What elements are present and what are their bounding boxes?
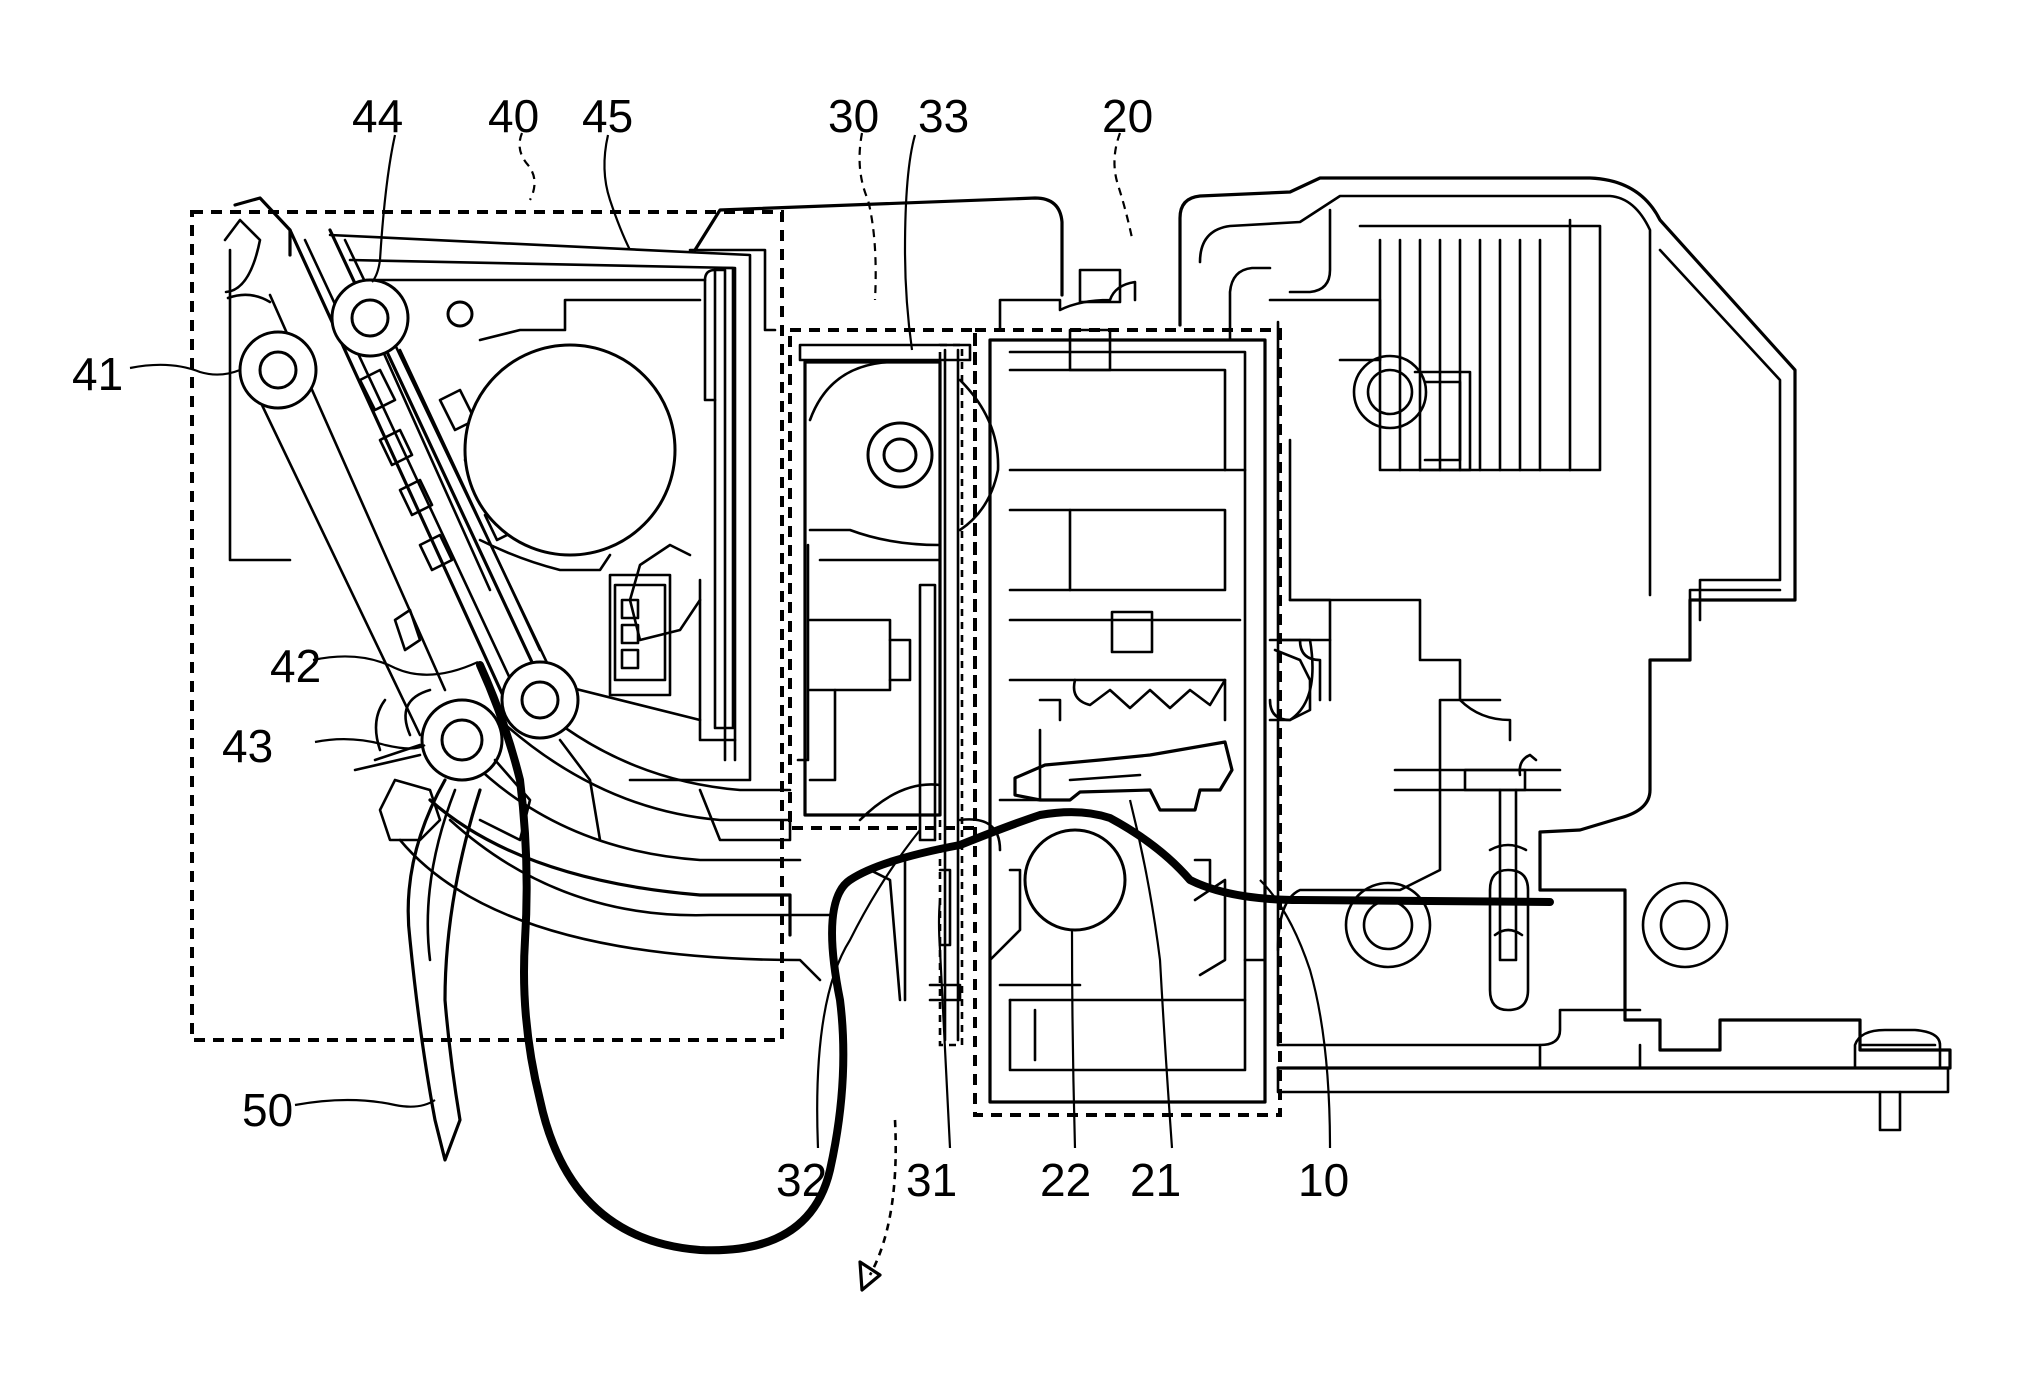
label-10: 10 [1298,1154,1349,1206]
label-40: 40 [488,90,539,142]
label-44: 44 [352,90,403,142]
housing-body [1180,178,1950,1130]
paper-path [480,665,1550,1250]
label-45: 45 [582,90,633,142]
label-41: 41 [72,348,123,400]
label-33: 33 [918,90,969,142]
label-42: 42 [270,640,321,692]
label-31: 31 [906,1154,957,1206]
label-20: 20 [1102,90,1153,142]
unit-30-frame [790,330,1000,1045]
label-43: 43 [222,720,273,772]
label-32: 32 [776,1154,827,1206]
label-30: 30 [828,90,879,142]
label-50: 50 [242,1084,293,1136]
label-22: 22 [1040,1154,1091,1206]
unit-20-frame [975,270,1310,1115]
feed-direction-arrow [860,1120,896,1290]
unit-40-frame [192,198,1062,1040]
label-21: 21 [1130,1154,1181,1206]
